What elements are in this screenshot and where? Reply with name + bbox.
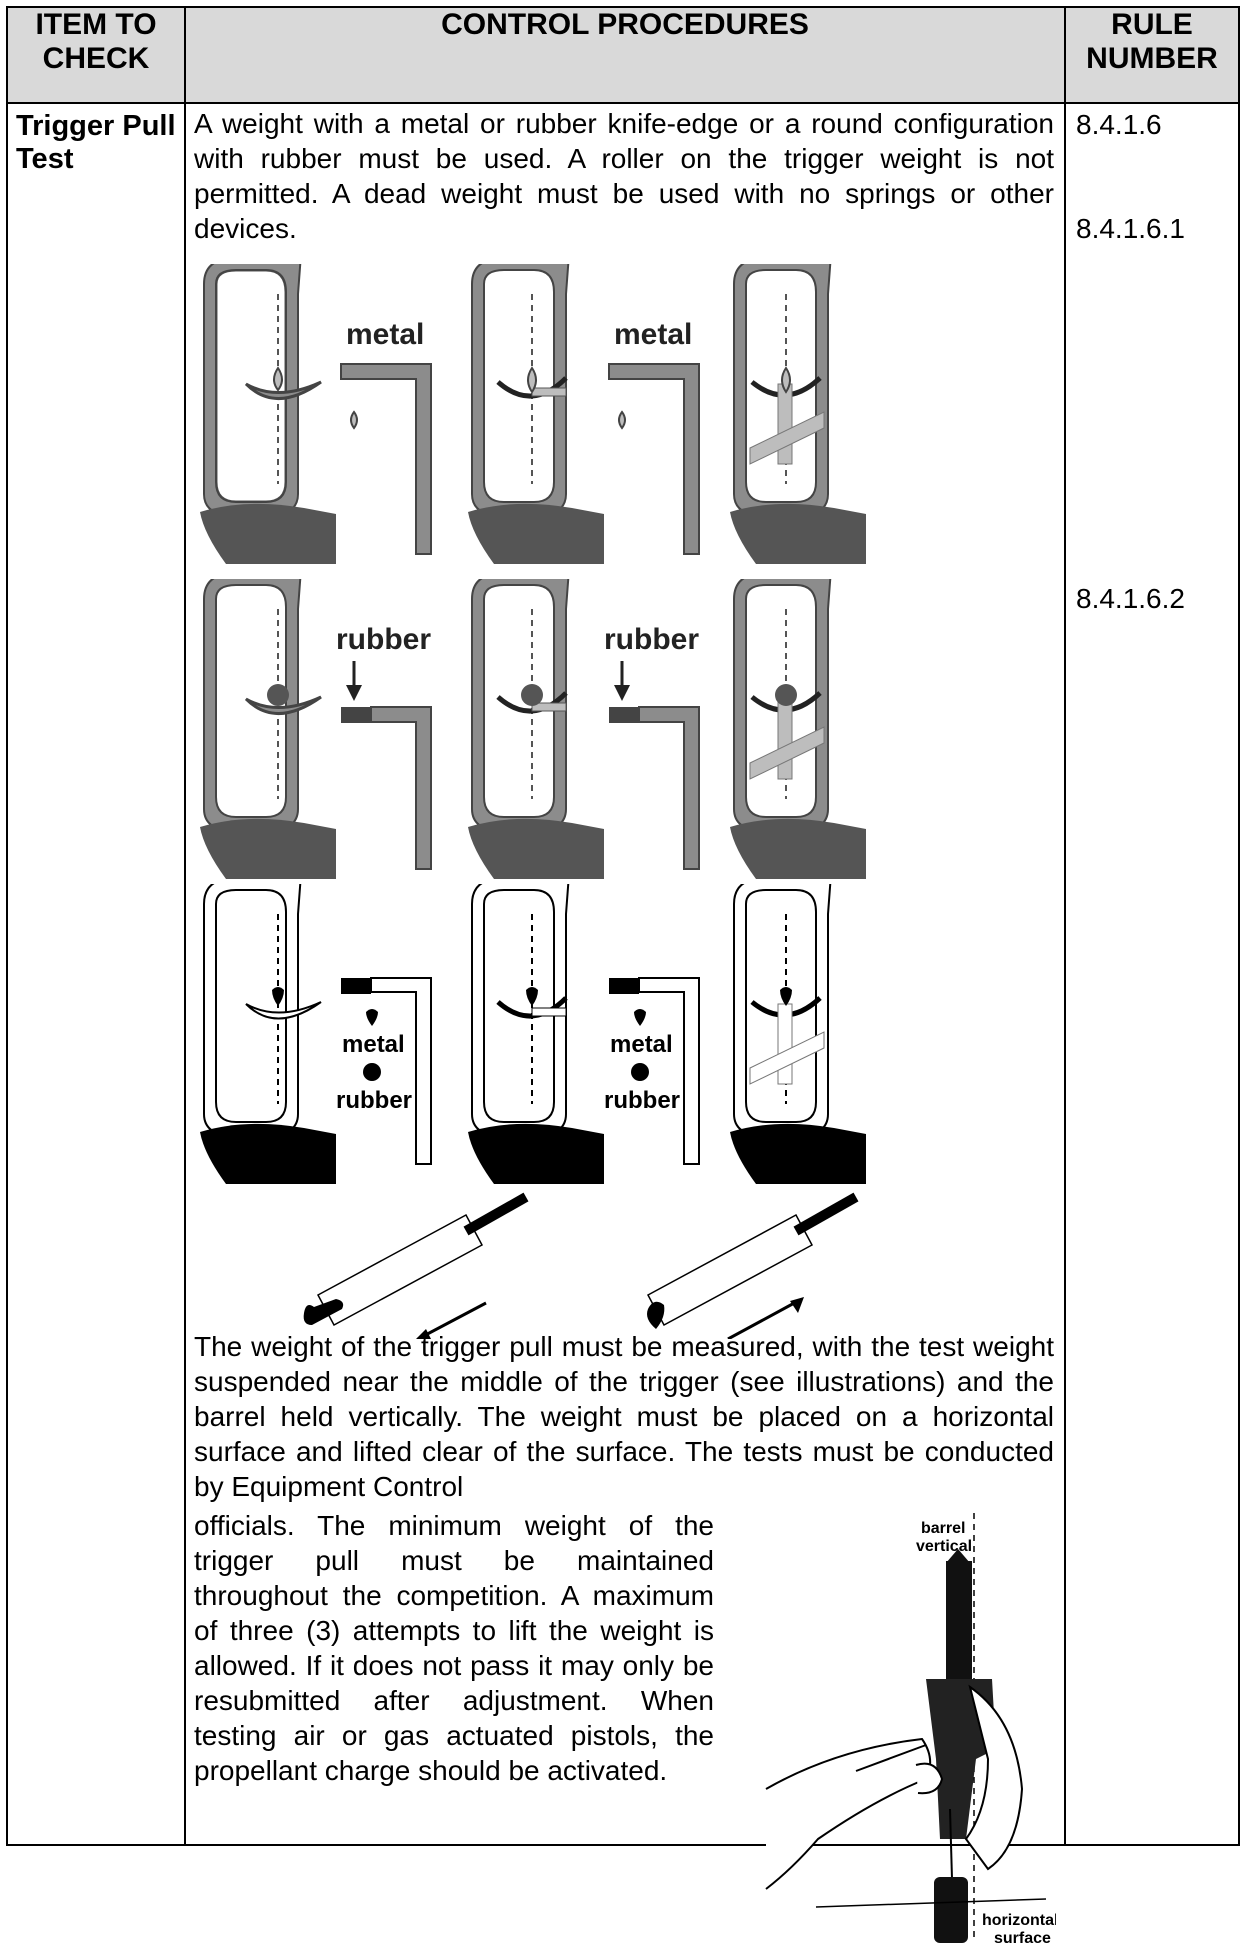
figure-rod-edges bbox=[303, 1192, 859, 1339]
table-header-row: ITEM TO CHECK CONTROL PROCEDURES RULE NU… bbox=[6, 6, 1240, 104]
procedure-cell: A weight with a metal or rubber knife-ed… bbox=[184, 102, 1066, 1947]
procedure-paragraph-1: A weight with a metal or rubber knife-ed… bbox=[194, 108, 1054, 244]
label-vertical: vertical bbox=[916, 1538, 972, 1555]
label-metal-4: metal bbox=[610, 1031, 673, 1058]
procedure-paragraph-2: The weight of the trigger pull must be m… bbox=[194, 1331, 1054, 1502]
rule-number-3: 8.4.1.6.2 bbox=[1076, 583, 1185, 614]
grip-drawing-3 bbox=[730, 264, 866, 564]
table-row: Trigger Pull Test A weight with a metal … bbox=[6, 102, 1240, 1947]
label-barrel: barrel bbox=[921, 1520, 965, 1537]
rule-number-2: 8.4.1.6.1 bbox=[1076, 213, 1185, 244]
grip-drawing-2 bbox=[468, 264, 604, 564]
header-rule-number: RULE NUMBER bbox=[1064, 6, 1240, 104]
figure-outline-metal-rubber: metal rubber metal bbox=[200, 884, 866, 1184]
label-rubber-2: rubber bbox=[604, 623, 699, 656]
procedure-paragraph-3: officials. The minimum weight of the tri… bbox=[194, 1510, 714, 1786]
label-rubber-1: rubber bbox=[336, 623, 431, 656]
label-rubber-4: rubber bbox=[604, 1087, 680, 1114]
rule-number-cell: 8.4.1.6 8.4.1.6.1 8.4.1.6.2 bbox=[1064, 102, 1240, 1846]
label-rubber-3: rubber bbox=[336, 1087, 412, 1114]
grip-drawing-1 bbox=[200, 264, 336, 564]
label-surface: surface bbox=[994, 1930, 1051, 1947]
figure-metal-knife-edge: metal metal bbox=[200, 264, 866, 564]
label-metal-1: metal bbox=[346, 318, 424, 351]
item-cell: Trigger Pull Test bbox=[6, 102, 186, 1846]
label-metal-3: metal bbox=[342, 1031, 405, 1058]
figure-pistol-test: barrel vertical horizontal surface bbox=[765, 1513, 1056, 1947]
label-horizontal: horizontal bbox=[982, 1912, 1056, 1929]
label-metal-2: metal bbox=[614, 318, 692, 351]
equipment-control-table: ITEM TO CHECK CONTROL PROCEDURES RULE NU… bbox=[6, 6, 1240, 1947]
figure-rubber-edge: rubber rubber bbox=[200, 579, 866, 879]
rule-number-1: 8.4.1.6 bbox=[1076, 109, 1162, 140]
rod-rubber-edge bbox=[646, 1192, 859, 1339]
item-name: Trigger Pull Test bbox=[16, 110, 176, 175]
header-item-to-check: ITEM TO CHECK bbox=[6, 6, 186, 104]
header-control-procedures: CONTROL PROCEDURES bbox=[184, 6, 1066, 104]
rod-metal-edge bbox=[303, 1192, 529, 1339]
